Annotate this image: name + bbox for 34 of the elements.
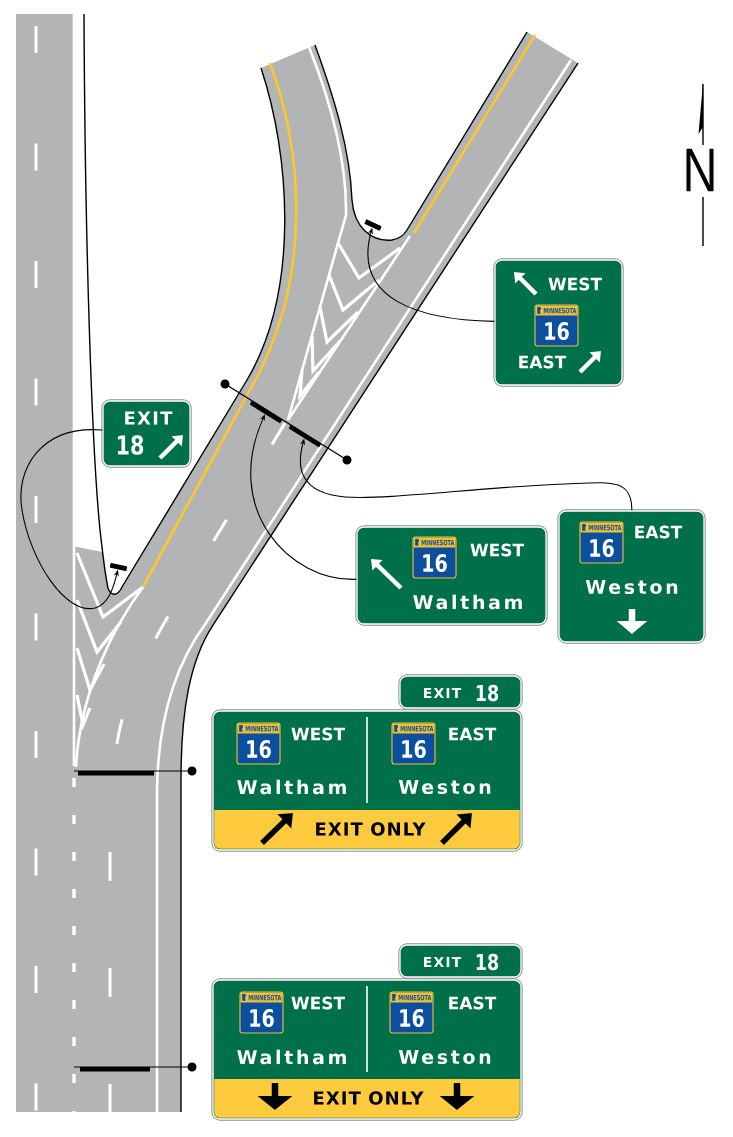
exit-text: EXIT [424, 956, 462, 968]
sign-symbol [364, 219, 382, 231]
direction-text: EAST [449, 727, 497, 741]
direction-text: WEST [291, 727, 345, 741]
direction-text: EAST [635, 525, 683, 539]
direction-text: WEST [470, 543, 524, 557]
exit-text: EXIT [424, 687, 462, 699]
direction-text: WEST [548, 277, 602, 291]
exit-number: 18 [117, 435, 144, 455]
route-number: 16 [250, 1008, 274, 1028]
route-number: 16 [423, 553, 447, 573]
exit-only-text: EXIT ONLY [314, 1091, 424, 1105]
exit-only-text: EXIT ONLY [316, 822, 426, 836]
north-label: N [686, 148, 714, 192]
route-number: 16 [400, 1008, 424, 1028]
destination-text: Waltham [413, 594, 522, 610]
destination-text: Weston [585, 579, 678, 595]
destination-text: Waltham [237, 1049, 346, 1065]
sign-symbol [109, 562, 128, 572]
direction-text: EAST [519, 355, 567, 369]
direction-text: WEST [291, 996, 345, 1010]
route-number: 16 [402, 739, 426, 759]
destination-text: Waltham [237, 779, 346, 795]
destination-text: Weston [398, 1049, 491, 1065]
exit-number: 18 [476, 953, 499, 971]
destination-text: Weston [398, 779, 491, 795]
sign-panel-symbol [249, 400, 283, 424]
direction-text: EAST [449, 996, 497, 1010]
route-number: 16 [545, 321, 569, 341]
exit-number: 18 [476, 684, 499, 702]
exit-text: EXIT [125, 411, 173, 425]
sign-panel-symbol [288, 424, 322, 448]
route-number: 16 [590, 538, 614, 558]
route-number: 16 [247, 739, 271, 759]
